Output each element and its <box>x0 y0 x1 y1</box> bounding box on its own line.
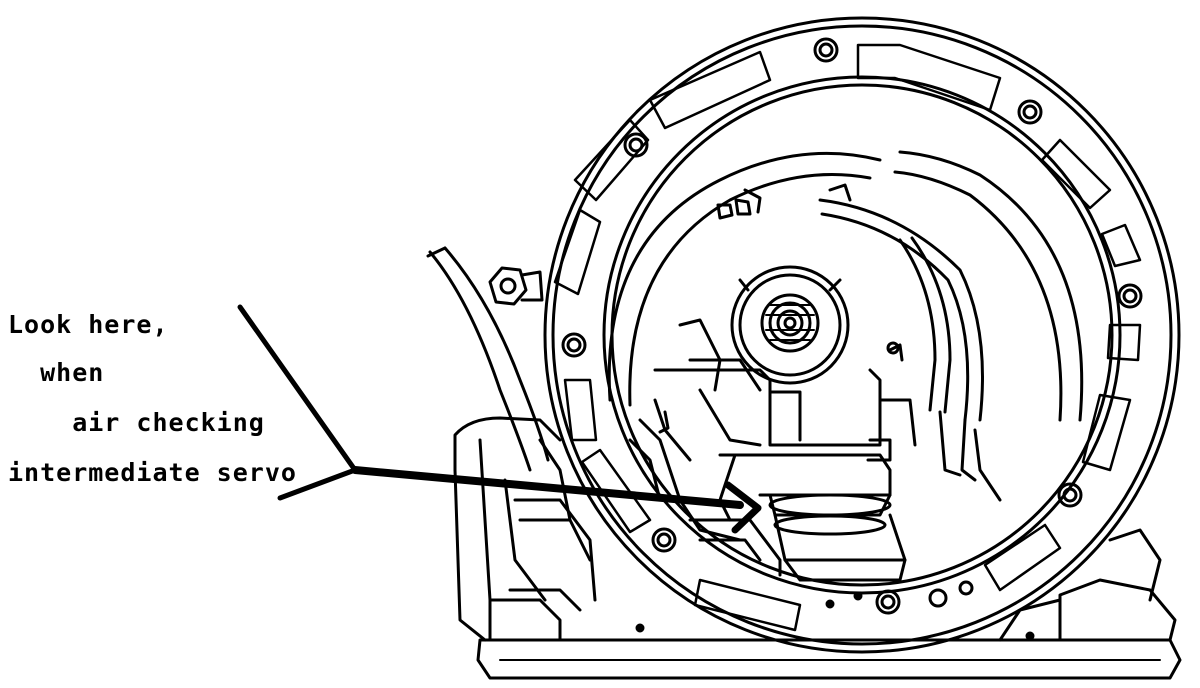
callout-line-look-here: Look here, <box>8 310 169 339</box>
central-hub <box>730 265 850 385</box>
arrow-head <box>724 481 762 534</box>
callout-line-air-checking: air checking <box>8 408 265 437</box>
pointer-shaft <box>351 466 744 509</box>
upper-bracket <box>716 188 762 220</box>
pointer-line-lower <box>277 467 358 501</box>
callout-pointer <box>237 304 762 534</box>
callout-line-when: when <box>8 358 105 387</box>
fluid-tube <box>426 246 550 472</box>
left-housing <box>453 416 597 642</box>
outer-flange-ring <box>543 16 1181 654</box>
servo-housing <box>628 318 917 582</box>
inner-arcs <box>818 183 1002 502</box>
pointer-line-upper <box>237 304 358 473</box>
flange-bolt-holes <box>561 37 1143 615</box>
hex-bolt <box>488 266 544 306</box>
callout-line-intermediate-servo: intermediate servo <box>8 458 297 487</box>
inner-housing <box>607 150 1084 422</box>
